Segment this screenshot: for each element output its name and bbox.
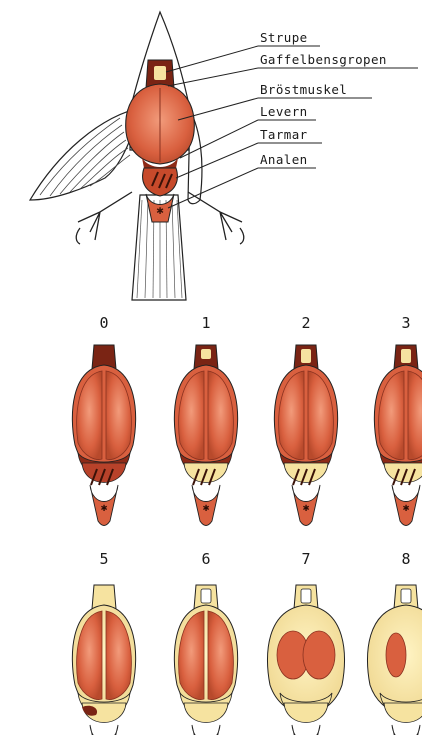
vent-marker-icon: ✱ xyxy=(403,501,410,514)
fat-score-figure-2: 2✱ xyxy=(274,314,337,526)
fat-score-figure-3: 3✱ xyxy=(374,314,422,526)
vent-marker-icon: ✱ xyxy=(203,501,210,514)
svg-text:✱: ✱ xyxy=(156,203,163,217)
fat-score-figure-7: 7✱ xyxy=(267,550,344,735)
label-levern: Levern xyxy=(260,104,308,119)
label-brostmuskel: Bröstmuskel xyxy=(260,82,347,97)
fat-score-number: 6 xyxy=(201,550,210,568)
fat-score-number: 2 xyxy=(301,314,310,332)
fat-score-figure-0: 0✱ xyxy=(72,314,135,526)
fat-score-number: 1 xyxy=(201,314,210,332)
fat-score-figure-8: 8✱ xyxy=(367,550,422,735)
vent-marker-icon: ✱ xyxy=(303,501,310,514)
fat-score-number: 7 xyxy=(301,550,310,568)
fat-score-figure-1: 1✱ xyxy=(174,314,237,526)
label-gaffelbensgropen: Gaffelbensgropen xyxy=(260,52,387,67)
fat-score-scale: 0✱1✱2✱3✱5✱6✱7✱8✱ xyxy=(72,314,422,735)
label-tarmar: Tarmar xyxy=(260,127,308,142)
fat-score-figure-5: 5✱ xyxy=(72,550,135,735)
fat-score-number: 0 xyxy=(99,314,108,332)
left-wing xyxy=(30,110,132,200)
fat-score-number: 5 xyxy=(99,550,108,568)
fat-score-number: 8 xyxy=(401,550,410,568)
fat-score-figure-6: 6✱ xyxy=(174,550,237,735)
label-strupe: Strupe xyxy=(260,30,308,45)
fat-score-number: 3 xyxy=(401,314,410,332)
bird-ventral-illustration: ✱ xyxy=(30,12,244,300)
vent-marker-icon: ✱ xyxy=(101,501,108,514)
label-analen: Analen xyxy=(260,152,308,167)
